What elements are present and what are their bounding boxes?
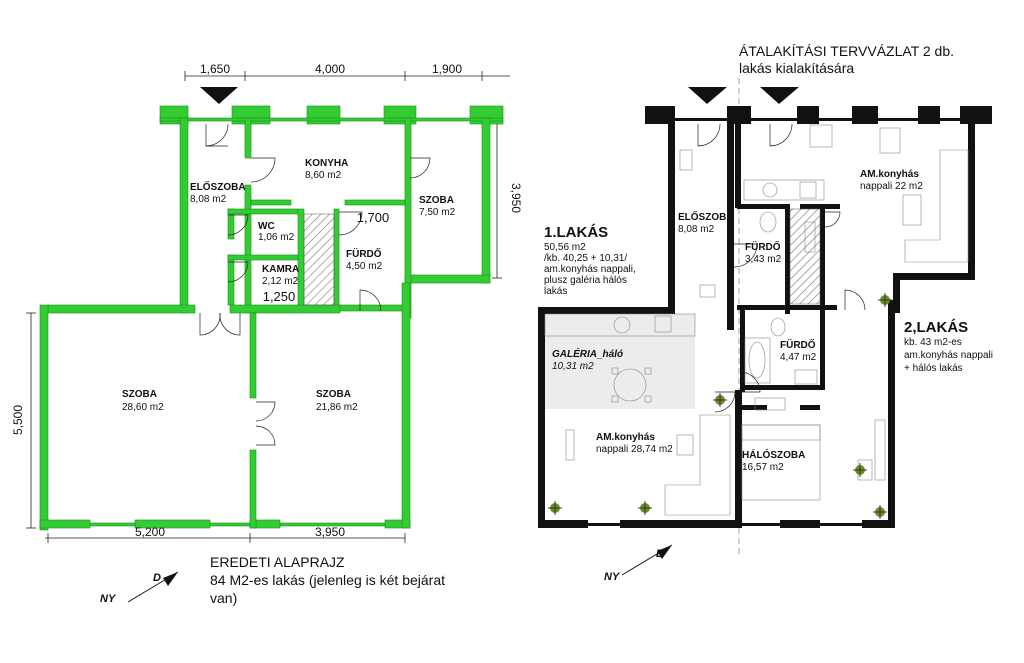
- room-furdo-name: FÜRDŐ: [346, 247, 382, 260]
- r-room-furdo2-name: FÜRDŐ: [780, 338, 816, 351]
- dim-right: 3,950: [509, 183, 523, 213]
- room-konyha-name: KONYHA: [305, 158, 348, 169]
- left-door-swings: [199, 123, 431, 446]
- plant-icons: [548, 293, 892, 519]
- left-dimension-lines: [26, 71, 510, 543]
- r-room-eloszoba-area: 8,08 m2: [678, 224, 715, 235]
- r-room-konyhas22-name: AM.konyhás: [860, 169, 919, 180]
- lakas2-heading: 2,LAKÁS: [904, 319, 968, 336]
- room-szoba-left-name: SZOBA: [122, 389, 157, 400]
- furniture: [544, 124, 969, 516]
- compass-d-label: D: [153, 572, 161, 584]
- dim-inner-1: 1,700: [357, 210, 390, 225]
- entrance-arrow-1: [688, 87, 727, 104]
- lakas1-line-2: /kb. 40,25 + 10,31/: [544, 253, 627, 264]
- lakas1-line-4: plusz galéria hálós: [544, 275, 627, 286]
- dim-left: 5,500: [11, 405, 25, 435]
- room-eloszoba-area: 8,08 m2: [190, 194, 227, 205]
- dim-bottom-1: 5,200: [135, 525, 165, 539]
- entrance-arrow: [200, 87, 238, 104]
- compass-ny-label: NY: [100, 593, 117, 605]
- lakas1-line-3: am.konyhás nappali,: [544, 264, 636, 275]
- room-kamra-area: 2,12 m2: [262, 276, 299, 287]
- right-door-swings: [697, 123, 866, 413]
- r-room-furdo1-area: 3,43 m2: [745, 254, 782, 265]
- room-szoba-right-area: 21,86 m2: [316, 402, 358, 413]
- r-room-konyhas22-name2: nappali 22 m2: [860, 181, 923, 192]
- dim-bottom-2: 3,950: [315, 525, 345, 539]
- compass-right: D NY: [604, 544, 673, 583]
- shaft-hatch: [303, 213, 335, 306]
- dim-top-3: 1,900: [432, 62, 462, 76]
- room-szoba-left-area: 28,60 m2: [122, 402, 164, 413]
- r-room-konyhas2874-name2: nappali 28,74 m2: [596, 444, 673, 455]
- dim-top-2: 4,000: [315, 62, 345, 76]
- right-title-line-1: ÁTALAKÍTÁSI TERVVÁZLAT 2 db.: [739, 43, 954, 59]
- room-szoba-right-name: SZOBA: [316, 389, 351, 400]
- compass-left: D NY: [100, 571, 179, 605]
- plant-icon: [713, 393, 727, 407]
- plant-icon: [548, 501, 562, 515]
- plant-icon: [853, 463, 867, 477]
- plant-icon: [878, 293, 892, 307]
- r-room-galeria-area: 10,31 m2: [552, 361, 594, 372]
- room-szoba-small-name: SZOBA: [419, 195, 454, 206]
- compass-r-ny-label: NY: [604, 571, 621, 583]
- r-room-eloszoba-name: ELŐSZOBA: [678, 210, 734, 223]
- lakas2-line-2: am.konyhás nappali: [904, 350, 993, 361]
- r-room-furdo2-area: 4,47 m2: [780, 352, 817, 363]
- caption-line-2: 84 M2-es lakás (jelenleg is két bejárat: [210, 572, 445, 588]
- dim-inner-2: 1,250: [263, 289, 296, 304]
- new-walls: [538, 106, 992, 528]
- r-room-furdo1-name: FÜRDŐ: [745, 240, 781, 253]
- entrance-arrow-2: [760, 87, 799, 104]
- compass-r-d-label: D: [656, 548, 664, 560]
- right-title-line-2: lakás kialakítására: [739, 60, 854, 76]
- room-konyha-area: 8,60 m2: [305, 170, 342, 181]
- plant-icon: [873, 505, 887, 519]
- original-floor-plan: 1,650 4,000 1,900 3,950 5,500 5,200 3,95…: [11, 62, 523, 606]
- room-szoba-small-area: 7,50 m2: [419, 207, 456, 218]
- r-room-haloszoba-name: HÁLÓSZOBA: [742, 448, 805, 461]
- r-room-haloszoba-area: 16,57 m2: [742, 462, 784, 473]
- caption-line-3: van): [210, 590, 237, 606]
- room-eloszoba-name: ELŐSZOBA: [190, 180, 246, 193]
- lakas1-line-5: lakás: [544, 286, 567, 297]
- renovation-floor-plan: ÁTALAKÍTÁSI TERVVÁZLAT 2 db. lakás kiala…: [538, 43, 993, 583]
- caption-line-1: EREDETI ALAPRAJZ: [210, 554, 345, 570]
- room-wc-name: WC: [258, 221, 275, 232]
- lakas2-line-3: + hálós lakás: [904, 363, 963, 374]
- original-walls: [39, 105, 504, 531]
- plant-icon: [638, 501, 652, 515]
- lakas2-line-1: kb. 43 m2-es: [904, 337, 962, 348]
- room-wc-area: 1,06 m2: [258, 232, 295, 243]
- lakas1-line-1: 50,56 m2: [544, 242, 586, 253]
- room-furdo-area: 4,50 m2: [346, 261, 383, 272]
- lakas1-heading: 1.LAKÁS: [544, 224, 608, 241]
- dim-top-1: 1,650: [200, 62, 230, 76]
- room-kamra-name: KAMRA: [262, 264, 299, 275]
- r-room-galeria-name: GALÉRIA_háló: [552, 347, 623, 360]
- r-room-konyhas2874-name: AM.konyhás: [596, 432, 655, 443]
